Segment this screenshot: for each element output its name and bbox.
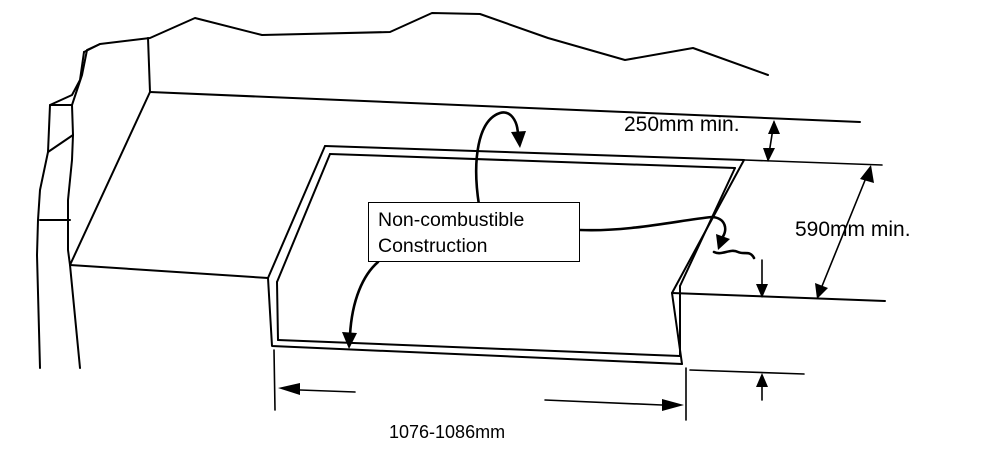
top-clearance-label: 250mm min. (624, 113, 740, 136)
dim-lip-marker (689, 259, 805, 401)
wall-outline (36, 12, 769, 369)
cutout-opening (267, 145, 745, 365)
material-label-line1: Non-combustible (378, 209, 525, 231)
depth-label: 590mm min. (795, 218, 911, 241)
dim-590-marker (815, 165, 874, 299)
material-callout: Non-combustible Construction (368, 202, 580, 262)
width-label: 1076-1086mm (389, 422, 506, 442)
leader-arrows (342, 111, 756, 349)
dim-250-marker (744, 120, 883, 166)
dim-width-marker (273, 349, 687, 421)
material-label-line2: Construction (378, 235, 488, 257)
counter-edges (69, 91, 886, 302)
